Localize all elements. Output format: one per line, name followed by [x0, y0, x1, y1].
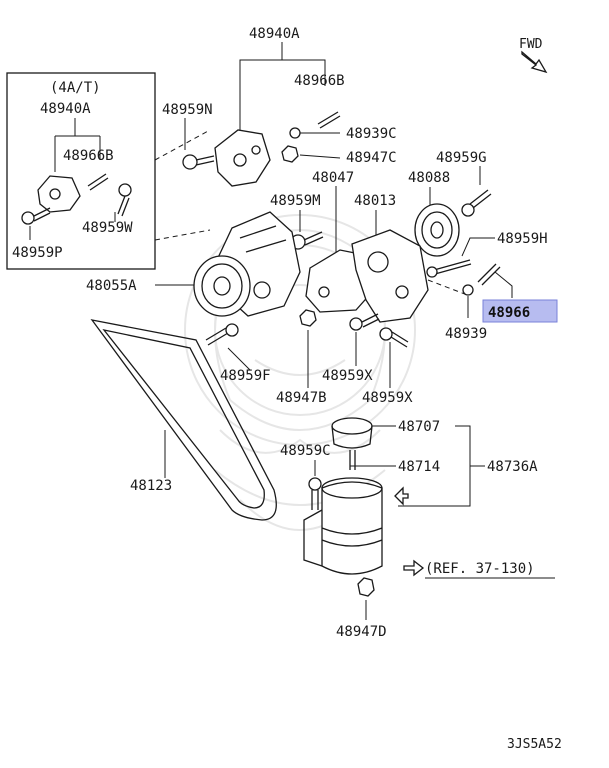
label-48966[interactable]: 48966 [488, 305, 530, 321]
nut-48947B-group: 48947B [276, 309, 327, 406]
label-48736A: 48736A [487, 459, 538, 475]
label-48013: 48013 [354, 193, 396, 209]
label-48959X-2: 48959X [362, 390, 413, 406]
label-48959X-1: 48959X [322, 368, 373, 384]
label-inset-48959W: 48959W [82, 220, 133, 236]
inset-title: (4A/T) [50, 80, 101, 96]
dipstick-48714 [349, 450, 356, 470]
label-48707: 48707 [398, 419, 440, 435]
ref-arrow-icon [403, 559, 425, 577]
bolt-48959F-group: 48959F [205, 323, 271, 384]
arrow-icon [394, 486, 409, 506]
label-inset-48959P: 48959P [12, 245, 63, 261]
bracket-48940A [214, 129, 271, 187]
label-48959F: 48959F [220, 368, 271, 384]
label-48959H: 48959H [497, 231, 548, 247]
label-inset-48966B: 48966B [63, 148, 114, 164]
reservoir-cap-48707 [331, 417, 373, 435]
stud-48966-group: 48966 48939 [445, 263, 558, 342]
fwd-arrow-icon [521, 50, 548, 74]
washer-48939 [462, 284, 474, 296]
label-48123: 48123 [130, 478, 172, 494]
label-inset-48940A: 48940A [40, 101, 91, 117]
bolt-48959N-group: 48959N [162, 102, 215, 170]
forward-direction-indicator: FWD [519, 37, 548, 74]
inset-bolt-part-2 [21, 207, 51, 225]
reference-note: (REF. 37-130) [403, 559, 555, 579]
inset-bracket-part [37, 173, 109, 213]
label-48947C: 48947C [346, 150, 397, 166]
belt-inner [102, 328, 265, 509]
bracket-48013 [351, 229, 429, 323]
bolt-48959C-group: 48959C [280, 443, 331, 510]
label-48055A: 48055A [86, 278, 137, 294]
label-48966B: 48966B [294, 73, 345, 89]
belt-48123-group: 48123 [90, 319, 277, 521]
bracket-48940A-group: 48940A 48966B 48939C 48947C [214, 26, 397, 187]
bolts-48959X-group: 48959X 48959X [322, 313, 413, 406]
label-48959C: 48959C [280, 443, 331, 459]
nut-48947D-group: 48947D [336, 577, 387, 640]
fwd-label: FWD [519, 37, 543, 52]
label-48947B: 48947B [276, 390, 327, 406]
pump-48055A-group: 48055A [86, 211, 301, 317]
diagram-code: 3JS5A52 [507, 737, 562, 752]
inset-bolt-part [117, 183, 132, 217]
bracket-48013-group: 48047 48013 [305, 170, 471, 323]
label-48088: 48088 [408, 170, 450, 186]
bolt-48959H-group: 48959H [426, 231, 548, 278]
label-48939C: 48939C [346, 126, 397, 142]
label-48940A: 48940A [249, 26, 300, 42]
label-48959G: 48959G [436, 150, 487, 166]
belt-outer [90, 319, 277, 521]
washer-48939C [289, 127, 301, 139]
pulley-48088-group: 48959G 48088 [408, 150, 492, 257]
label-48939: 48939 [445, 326, 487, 342]
stud-48966B [317, 111, 341, 129]
reservoir-48736A-group: 48707 48714 48736A [303, 417, 538, 575]
nut-48947C [281, 145, 299, 163]
label-48959N: 48959N [162, 102, 213, 118]
label-48959M: 48959M [270, 193, 321, 209]
inset-4at-group: (4A/T) 48940A 48966B 48959W 48959P [6, 72, 211, 270]
label-48047: 48047 [312, 170, 354, 186]
inset-box [6, 72, 156, 270]
highlight-48966-box [482, 299, 558, 323]
label-48714: 48714 [398, 459, 440, 475]
stud-48966 [477, 263, 501, 286]
label-48947D: 48947D [336, 624, 387, 640]
ref-text: (REF. 37-130) [425, 561, 535, 577]
reservoir-body [321, 481, 383, 575]
